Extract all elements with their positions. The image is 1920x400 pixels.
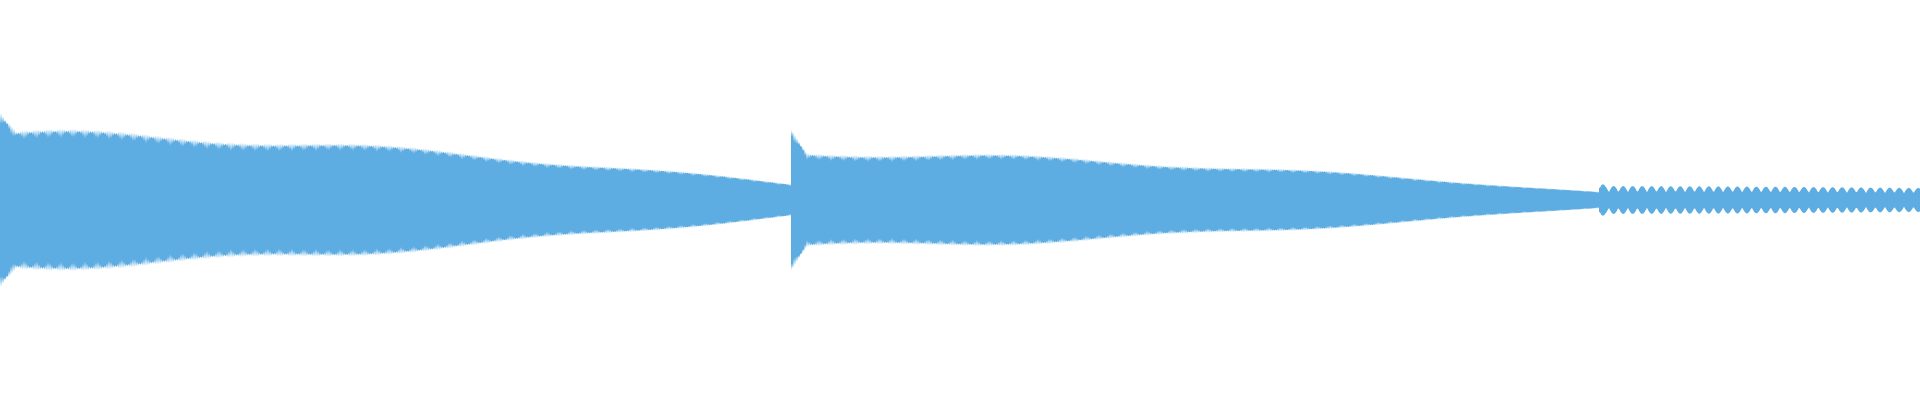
waveform-segment-2 (791, 129, 1599, 271)
waveform-segment-1 (0, 113, 791, 287)
waveform-body (0, 113, 1920, 287)
waveform-segment-3 (1599, 184, 1920, 216)
